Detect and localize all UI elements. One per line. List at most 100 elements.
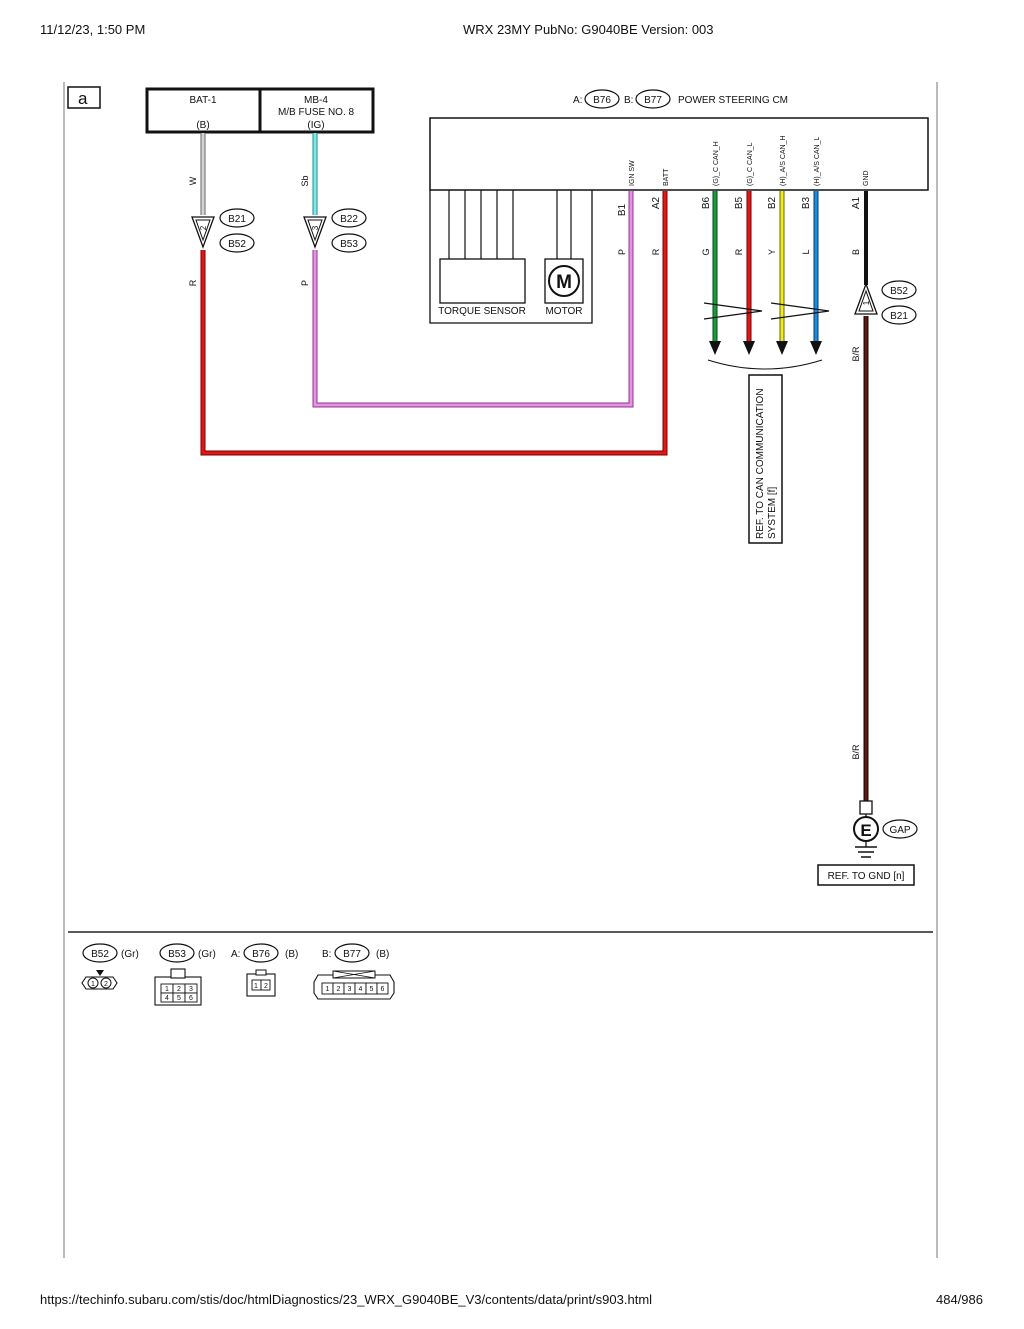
joint-b52-b21: 1 B52 B21 (854, 280, 917, 325)
svg-text:(Gr): (Gr) (198, 949, 216, 960)
joint-b21-b52: 2 B21 B52 (191, 208, 255, 253)
ground-gap: E GAP (853, 800, 918, 858)
footer-page-number: 484/986 (936, 1292, 983, 1307)
pin-signal-as-can-l: (H)_A/S CAN_L (814, 136, 821, 186)
svg-text:6: 6 (381, 986, 385, 993)
svg-text:B21: B21 (228, 214, 246, 225)
module-name: POWER STEERING CM (678, 95, 788, 106)
svg-text:(Gr): (Gr) (121, 949, 139, 960)
mb-4-label: MB-4 (304, 95, 328, 106)
can-wire-l (810, 191, 822, 355)
pin-b5: B5 (734, 196, 745, 209)
wire-w-label: W (188, 176, 198, 185)
torque-sensor-label: TORQUE SENSOR (438, 306, 526, 317)
pin-signal-c-can-h: (G)_C CAN_H (713, 141, 720, 186)
can-ref-box (748, 374, 783, 544)
svg-text:B52: B52 (890, 286, 908, 297)
svg-text:3: 3 (348, 986, 352, 993)
svg-text:(B): (B) (285, 949, 298, 960)
module-conn-b-oval (635, 89, 671, 109)
can-wire-y (776, 191, 788, 355)
svg-text:2: 2 (264, 983, 268, 990)
motor-label: MOTOR (545, 306, 582, 317)
pin-signal-batt: BATT (663, 168, 670, 186)
can-wire-g (709, 191, 721, 355)
wire-sb-label: Sb (300, 175, 310, 186)
connector-b53: B53 (Gr) 1 2 3 4 5 6 (154, 943, 216, 1006)
svg-text:1: 1 (165, 986, 169, 993)
wire-r-batt-outline (200, 191, 668, 456)
gnd-ref-box (817, 864, 915, 886)
svg-text:4: 4 (165, 995, 169, 1002)
svg-text:2: 2 (104, 981, 108, 988)
svg-text:1: 1 (91, 981, 95, 988)
section-label-box (67, 86, 101, 109)
svg-text:(B): (B) (376, 949, 389, 960)
svg-text:B21: B21 (890, 311, 908, 322)
svg-text:B53: B53 (340, 239, 358, 250)
svg-text:B77: B77 (343, 949, 361, 960)
wire-p-label: P (300, 280, 310, 286)
connector-b52: B52 (Gr) 1 2 (81, 943, 139, 990)
bat-1-label: BAT-1 (189, 95, 216, 106)
svg-text:5: 5 (370, 986, 374, 993)
module-conn-b: B77 (644, 95, 662, 106)
print-title: WRX 23MY PubNo: G9040BE Version: 003 (463, 22, 714, 37)
pin-a1: A1 (851, 196, 862, 209)
bat-1-state: (B) (196, 120, 209, 131)
wire-color-b3: L (801, 249, 811, 254)
wire-br-label-upper: B/R (851, 346, 861, 362)
svg-text:4: 4 (359, 986, 363, 993)
pin-signal-as-can-h: (H)_A/S CAN_H (780, 135, 787, 186)
mb-4-box (258, 87, 375, 134)
module-prefix-b: B: (624, 95, 633, 106)
can-wire-r (743, 191, 755, 355)
wire-color-b5: R (734, 248, 744, 255)
svg-text:2: 2 (177, 986, 181, 993)
svg-text:B22: B22 (340, 214, 358, 225)
wire-color-b1: P (617, 249, 627, 255)
svg-text:1: 1 (254, 983, 258, 990)
print-datetime: 11/12/23, 1:50 PM (40, 22, 146, 37)
pin-b2: B2 (767, 196, 778, 209)
pin-signal-ign-sw: IGN SW (629, 160, 636, 186)
svg-text:B76: B76 (252, 949, 270, 960)
connector-b76: A: B76 (B) 1 2 (231, 943, 298, 997)
pin-b6: B6 (701, 196, 712, 209)
wire-r-batt (201, 191, 667, 455)
gnd-ref-label: REF. TO GND [n] (828, 871, 905, 882)
svg-text:5: 5 (177, 995, 181, 1002)
ground-symbol: E (860, 821, 871, 840)
svg-text:3: 3 (189, 986, 193, 993)
connector-b77: B: B77 (B) 1 2 3 4 5 6 (313, 943, 395, 1000)
pin-b1: B1 (617, 203, 628, 216)
wire-br-label-lower: B/R (851, 744, 861, 760)
svg-text:A:: A: (231, 949, 240, 960)
section-label: a (78, 89, 88, 108)
ground-name: GAP (889, 825, 910, 836)
module-prefix-a: A: (573, 95, 582, 106)
wire-color-a2: R (651, 248, 661, 255)
svg-text:1: 1 (862, 300, 871, 305)
svg-text:1: 1 (326, 986, 330, 993)
torque-sensor: TORQUE SENSOR (429, 190, 593, 324)
twisted-pair-c-can (703, 302, 763, 320)
svg-text:B52: B52 (91, 949, 109, 960)
svg-text:B:: B: (322, 949, 331, 960)
svg-text:B53: B53 (168, 949, 186, 960)
pin-signal-gnd: GND (863, 170, 870, 186)
power-steering-cm-box (429, 117, 929, 191)
wire-p-ign (313, 191, 633, 407)
svg-text:2: 2 (337, 986, 341, 993)
can-ref-line1: REF. TO CAN COMMUNICATION (755, 388, 766, 539)
module-conn-a: B76 (593, 95, 611, 106)
pin-signal-c-can-l: (G)_C CAN_L (747, 142, 754, 186)
wire-color-b2: Y (767, 249, 777, 255)
motor: M MOTOR (544, 190, 584, 317)
mb-4-state: (IG) (307, 120, 324, 131)
module-conn-a-oval (584, 89, 620, 109)
wire-r-label: R (188, 279, 198, 286)
svg-text:6: 6 (189, 995, 193, 1002)
footer-url: https://techinfo.subaru.com/stis/doc/htm… (40, 1292, 653, 1307)
